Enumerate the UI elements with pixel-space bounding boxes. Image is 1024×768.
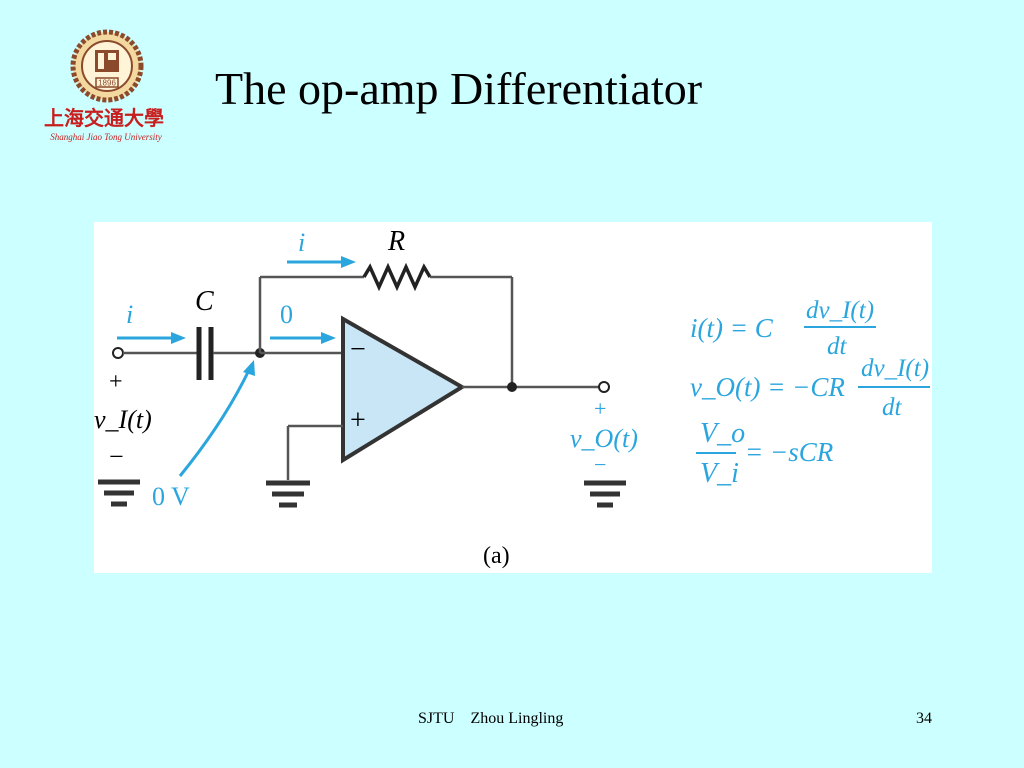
label-resistor: R: [388, 226, 406, 257]
opamp-triangle: [341, 315, 466, 464]
equation-3-denominator: V_i: [700, 458, 739, 489]
output-node: [507, 382, 517, 392]
logo-chinese-name: 上海交通大學: [44, 106, 164, 130]
opamp-plus-sign: +: [350, 405, 366, 436]
equation-1-numerator: dv_I(t): [806, 297, 875, 324]
current-arrow-zero: [270, 332, 336, 344]
current-arrow-input: [117, 332, 186, 344]
ground-middle: [266, 480, 310, 508]
label-output-voltage: v_O(t): [570, 424, 638, 453]
ground-right: [584, 480, 626, 508]
label-current-input: i: [126, 300, 134, 329]
logo-english-name: Shanghai Jiao Tong University: [50, 132, 161, 142]
circuit-diagram: [98, 256, 626, 508]
current-arrow-feedback: [287, 256, 356, 268]
resistor: [362, 262, 432, 292]
equation-3-numerator: V_o: [700, 418, 746, 449]
label-plus-input: +: [109, 369, 123, 395]
page-number: 34: [916, 710, 932, 727]
equation-2-fraction-bar: [858, 386, 930, 388]
figure-caption: (a): [483, 543, 510, 569]
equation-2-lhs: v_O(t) = −CR: [690, 372, 845, 402]
university-logo: 1896 上海交通大學 Shanghai Jiao Tong Universit…: [24, 24, 189, 154]
label-minus-input: −: [109, 442, 124, 471]
footer-author: SJTU Zhou Lingling: [418, 710, 564, 727]
logo-year: 1896: [98, 79, 116, 88]
equation-1-fraction-bar: [804, 326, 876, 328]
equation-1-lhs: i(t) = C: [690, 313, 773, 343]
input-terminal: [112, 347, 124, 359]
output-terminal: [598, 381, 610, 393]
label-minus-output: −: [594, 452, 607, 477]
circuit-figure: i R i C 0 + v_I(t) − 0 V − + + v_O(t) − …: [94, 222, 932, 573]
ground-left: [98, 479, 140, 507]
label-zero-current: 0: [280, 300, 293, 329]
opamp-minus-sign: −: [350, 334, 366, 365]
label-plus-output: +: [594, 396, 607, 421]
label-current-feedback: i: [298, 228, 306, 257]
equation-1-denominator: dt: [827, 333, 847, 360]
equation-2-numerator: dv_I(t): [861, 355, 930, 382]
equation-3-rhs: = −sCR: [745, 437, 834, 467]
equation-2-denominator: dt: [882, 394, 902, 421]
label-input-voltage: v_I(t): [94, 405, 152, 434]
label-zero-volt: 0 V: [152, 482, 190, 511]
slide-title: The op-amp Differentiator: [215, 63, 703, 114]
label-capacitor: C: [195, 286, 214, 317]
equation-3-fraction-bar: [696, 452, 736, 454]
virtual-ground-arrow: [178, 360, 255, 477]
